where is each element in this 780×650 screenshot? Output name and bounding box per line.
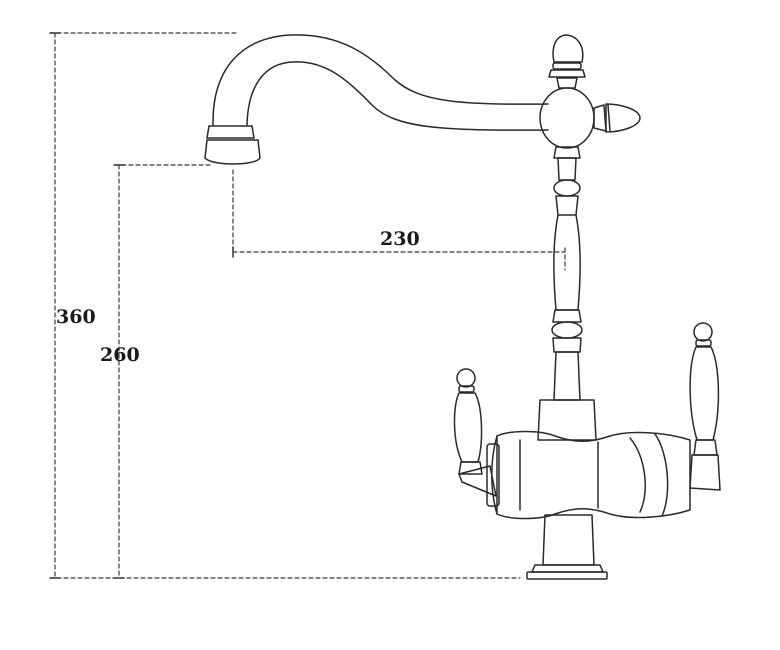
spout bbox=[204, 34, 549, 165]
top-finial bbox=[548, 34, 586, 89]
column bbox=[551, 146, 583, 401]
aerator bbox=[204, 139, 261, 165]
mixer-body bbox=[486, 430, 691, 520]
hub-ball bbox=[539, 87, 641, 149]
base bbox=[526, 514, 608, 580]
aerator-collar bbox=[206, 125, 255, 139]
dimension-lines bbox=[49, 32, 566, 579]
spout-reach-label: 230 bbox=[380, 228, 420, 250]
total-height-label: 360 bbox=[56, 306, 96, 328]
left-handle bbox=[453, 368, 497, 497]
spout-height-label: 260 bbox=[100, 344, 140, 366]
right-handle bbox=[689, 322, 721, 491]
dimension-ticks bbox=[49, 32, 234, 579]
